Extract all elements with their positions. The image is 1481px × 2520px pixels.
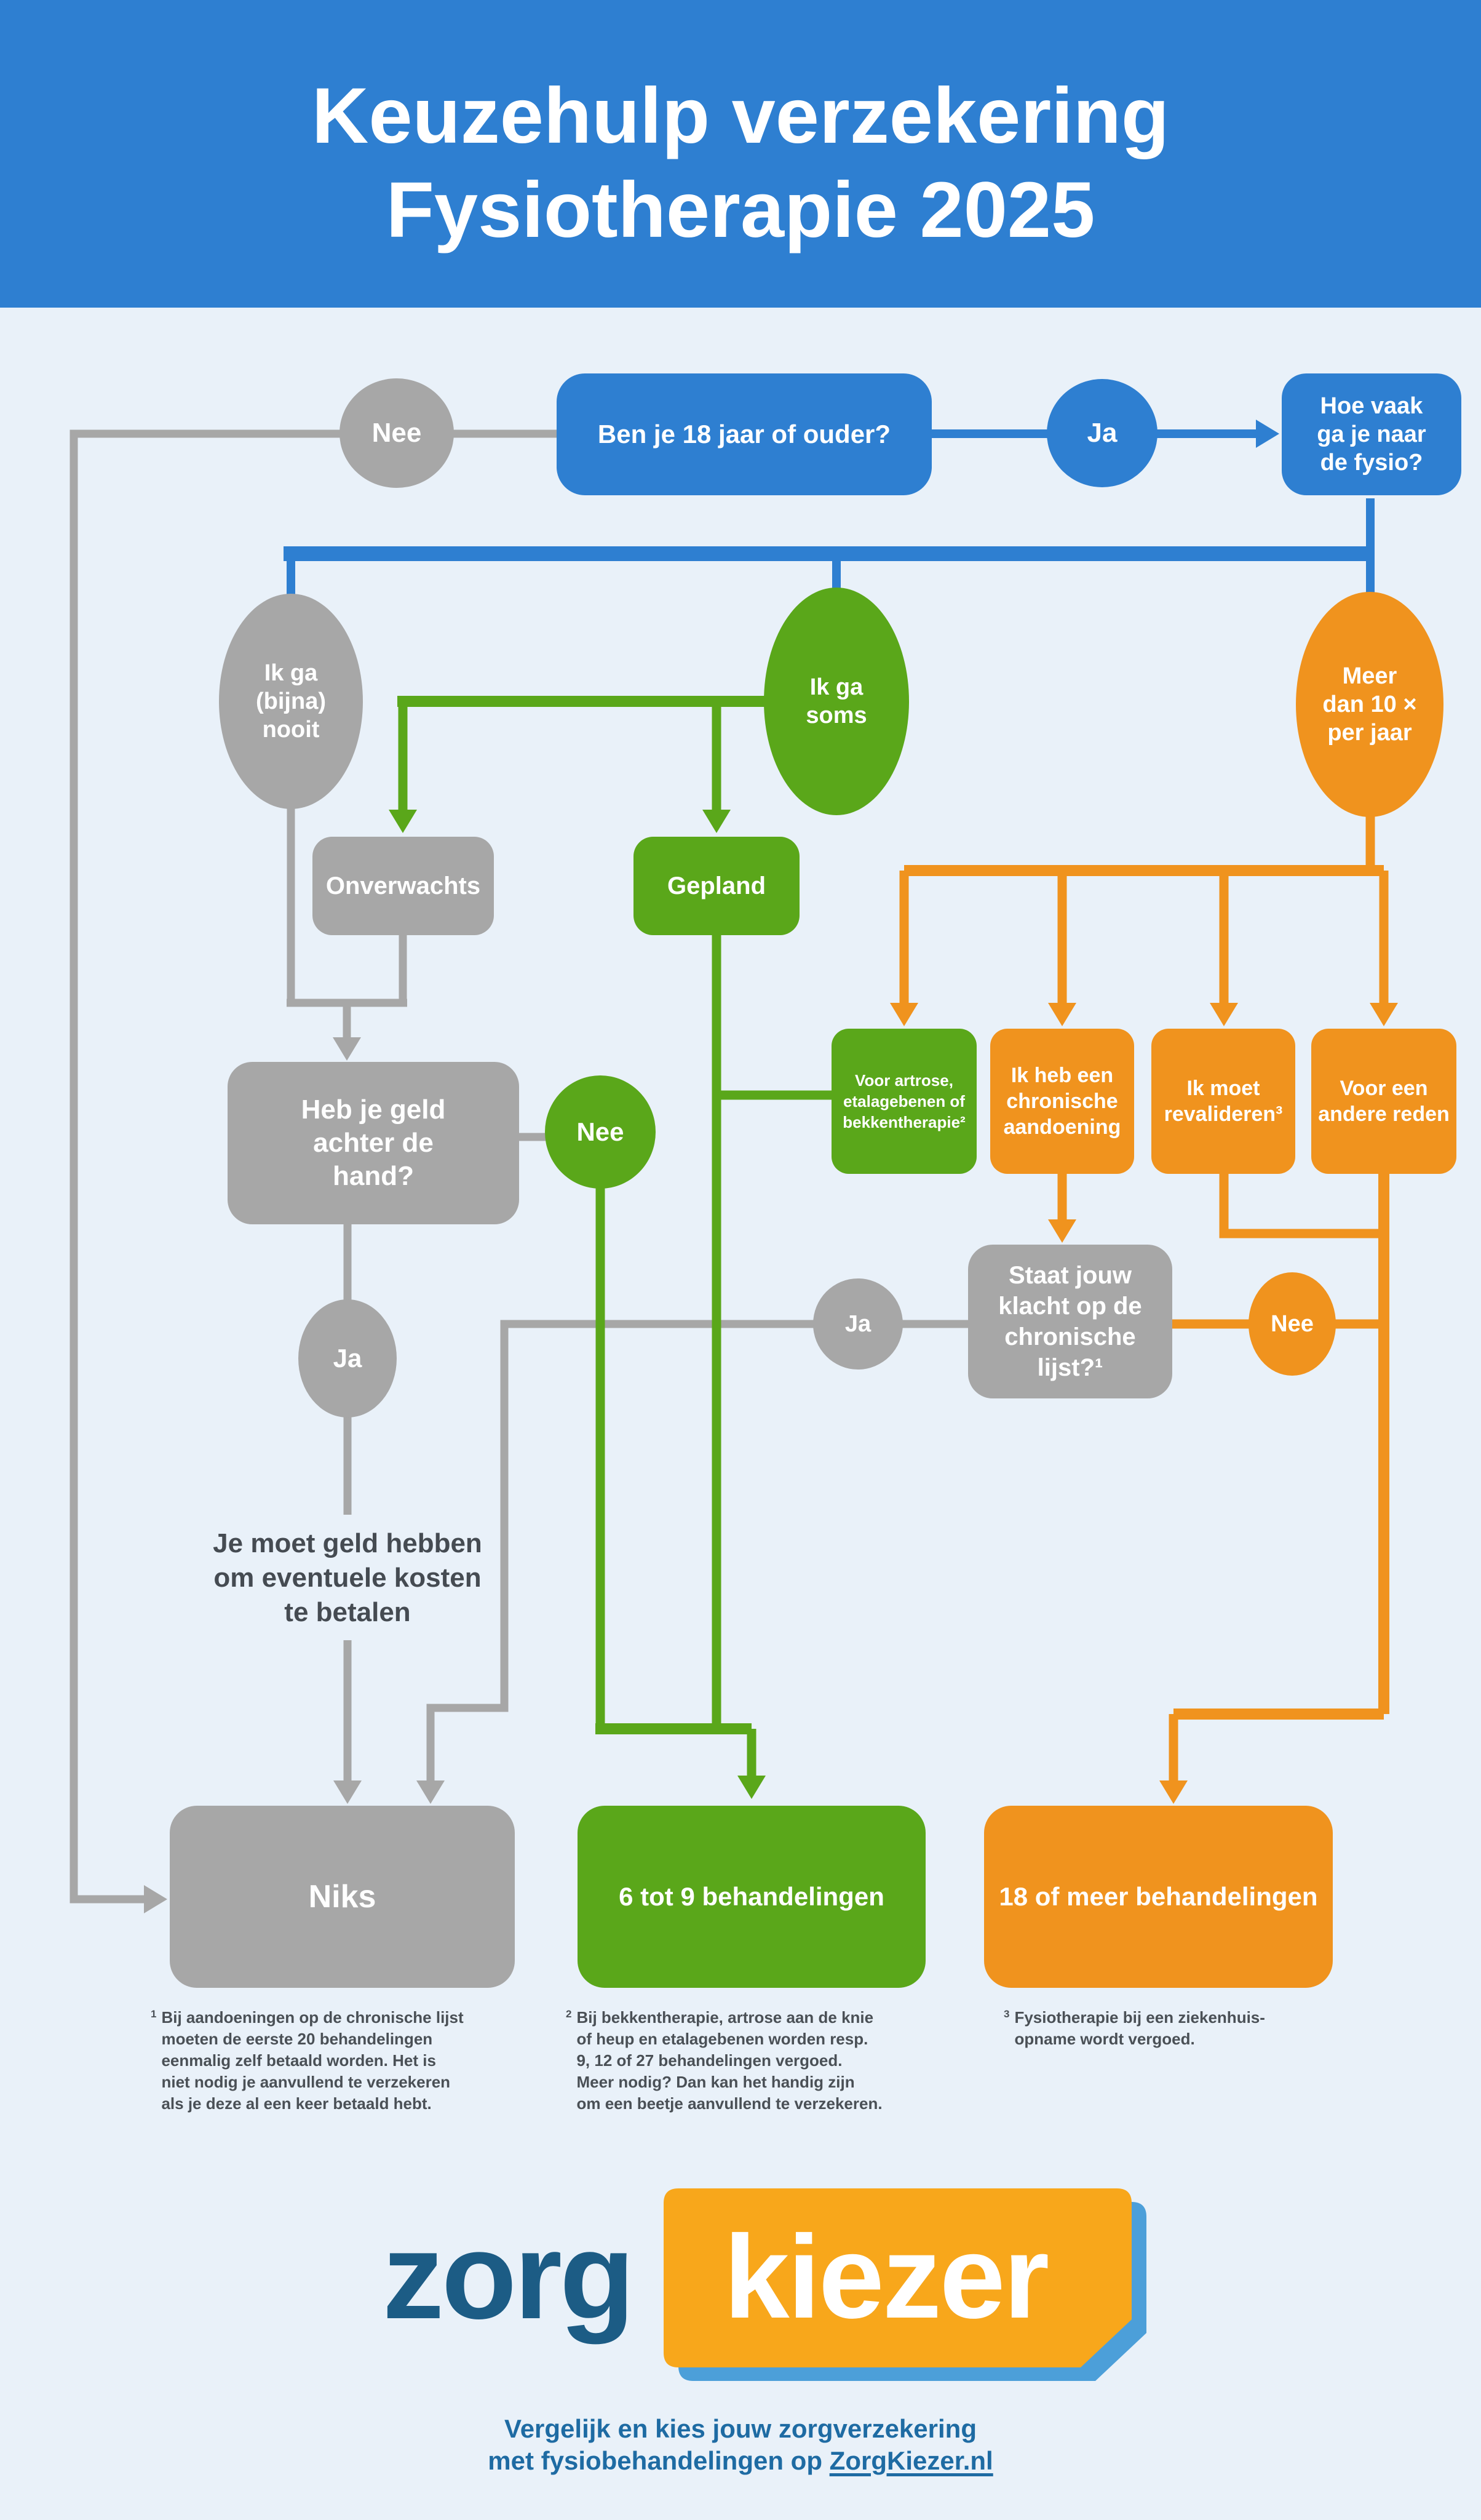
question-chronische-lijst: Staat jouw klacht op de chronische lijst… xyxy=(968,1245,1172,1398)
logo-zorg-label: zorg xyxy=(382,2207,635,2345)
question-frequency: Hoe vaak ga je naar de fysio? xyxy=(1282,373,1461,495)
footnote-2-text: Bij bekkentherapie, artrose aan de knie … xyxy=(576,2008,883,2113)
question-age: Ben je 18 jaar of ouder? xyxy=(557,373,932,495)
result-18meer: 18 of meer behandelingen xyxy=(984,1806,1333,1988)
answer-nee-age-label: Nee xyxy=(371,418,422,448)
option-sometimes-label: Ik ga soms xyxy=(806,674,867,728)
reason-andere-label: Voor een andere reden xyxy=(1318,1077,1450,1126)
reason-andere: Voor een andere reden xyxy=(1311,1029,1456,1174)
answer-ja-lijst-label: Ja xyxy=(844,1310,872,1337)
page-title-line1: Keuzehulp verzekering xyxy=(311,72,1170,160)
answer-ja-age: Ja xyxy=(1047,379,1157,487)
orange-arrowheads xyxy=(890,1003,1398,1804)
node-gepland: Gepland xyxy=(633,837,800,935)
gray-connectors xyxy=(69,429,971,1904)
reason-revalideren-label: Ik moet revalideren³ xyxy=(1164,1077,1283,1126)
result-6tot9-label: 6 tot 9 behandelingen xyxy=(619,1882,884,1911)
answer-ja-lijst: Ja xyxy=(813,1278,903,1370)
node-gepland-label: Gepland xyxy=(667,872,766,899)
logo-kiezer-box xyxy=(664,2188,1146,2381)
logo-kiezer-text: kiezer xyxy=(670,2199,1101,2353)
logo-orange-shape xyxy=(664,2188,1132,2367)
warning-geld-text: Je moet geld hebben om eventuele kosten … xyxy=(135,1510,560,1646)
footnote-3-mark: 3 xyxy=(1004,2008,1010,2020)
result-18meer-label: 18 of meer behandelingen xyxy=(999,1882,1318,1911)
question-chronische-lijst-label: Staat jouw klacht op de chronische lijst… xyxy=(998,1262,1142,1381)
answer-ja-geld-label: Ja xyxy=(333,1344,362,1373)
tagline-line1: Vergelijk en kies jouw zorgverzekering xyxy=(504,2414,977,2443)
page-title: Keuzehulp verzekering Fysiotherapie 2025 xyxy=(0,69,1481,257)
gray-arrowheads xyxy=(144,1037,445,1913)
result-6tot9: 6 tot 9 behandelingen xyxy=(578,1806,926,1988)
answer-nee-lijst: Nee xyxy=(1249,1272,1336,1376)
footnote-1-text: Bij aandoeningen op de chronische lijst … xyxy=(161,2008,464,2113)
reason-revalideren: Ik moet revalideren³ xyxy=(1151,1029,1295,1174)
reason-chronisch-label: Ik heb een chronische aandoening xyxy=(1003,1064,1121,1139)
footnote-3: 3 Fysiotherapie bij een ziekenhuis- opna… xyxy=(1004,2007,1373,2050)
answer-nee-geld-label: Nee xyxy=(576,1117,624,1146)
blue-arrowheads xyxy=(1256,420,1279,448)
answer-nee-age: Nee xyxy=(339,378,454,488)
option-more-than-10: Meer dan 10 × per jaar xyxy=(1296,592,1443,817)
answer-nee-lijst-label: Nee xyxy=(1271,1310,1314,1337)
question-geld-label: Heb je geld achter de hand? xyxy=(301,1095,446,1191)
node-onverwachts: Onverwachts xyxy=(312,837,494,935)
footnote-2: 2 Bij bekkentherapie, artrose aan de kni… xyxy=(566,2007,972,2115)
logo-kiezer-label: kiezer xyxy=(723,2210,1049,2343)
footnote-2-mark: 2 xyxy=(566,2008,572,2020)
option-more-than-10-label: Meer dan 10 × per jaar xyxy=(1322,663,1417,746)
tagline-line2-prefix: met fysiobehandelingen op xyxy=(488,2446,830,2475)
reason-chronisch: Ik heb een chronische aandoening xyxy=(990,1029,1134,1174)
question-geld: Heb je geld achter de hand? xyxy=(228,1062,519,1224)
zorgkiezer-link[interactable]: ZorgKiezer.nl xyxy=(829,2446,993,2475)
reason-artrose: Voor artrose, etalagebenen of bekkenther… xyxy=(832,1029,977,1174)
answer-ja-age-label: Ja xyxy=(1087,418,1118,448)
question-frequency-label: Hoe vaak ga je naar de fysio? xyxy=(1317,393,1426,476)
tagline-line2: met fysiobehandelingen op ZorgKiezer.nl xyxy=(0,2445,1481,2477)
green-connectors xyxy=(397,696,833,1777)
result-niks-label: Niks xyxy=(308,1879,376,1915)
footnote-3-text: Fysiotherapie bij een ziekenhuis- opname… xyxy=(1014,2008,1265,2048)
orange-connectors xyxy=(899,813,1389,1783)
option-sometimes: Ik ga soms xyxy=(764,588,909,815)
answer-ja-geld: Ja xyxy=(298,1299,397,1418)
footer-tagline: Vergelijk en kies jouw zorgverzekering m… xyxy=(0,2413,1481,2477)
header-banner: Keuzehulp verzekering Fysiotherapie 2025 xyxy=(0,0,1481,308)
option-almost-never-label: Ik ga (bijna) nooit xyxy=(256,660,326,743)
reason-artrose-label: Voor artrose, etalagebenen of bekkenther… xyxy=(843,1071,966,1131)
answer-nee-geld: Nee xyxy=(545,1075,656,1189)
warning-geld-text-label: Je moet geld hebben om eventuele kosten … xyxy=(213,1528,482,1627)
node-onverwachts-label: Onverwachts xyxy=(325,872,481,899)
option-almost-never: Ik ga (bijna) nooit xyxy=(219,594,363,809)
logo-zorg-text: zorg xyxy=(351,2206,664,2347)
page-title-line2: Fysiotherapie 2025 xyxy=(386,166,1095,254)
result-niks: Niks xyxy=(170,1806,515,1988)
green-arrowheads xyxy=(389,810,766,1799)
footnote-1-mark: 1 xyxy=(151,2008,157,2020)
question-age-label: Ben je 18 jaar of ouder? xyxy=(597,420,891,449)
footnote-1: 1 Bij aandoeningen op de chronische lijs… xyxy=(151,2007,557,2115)
blue-connectors xyxy=(284,429,1375,597)
